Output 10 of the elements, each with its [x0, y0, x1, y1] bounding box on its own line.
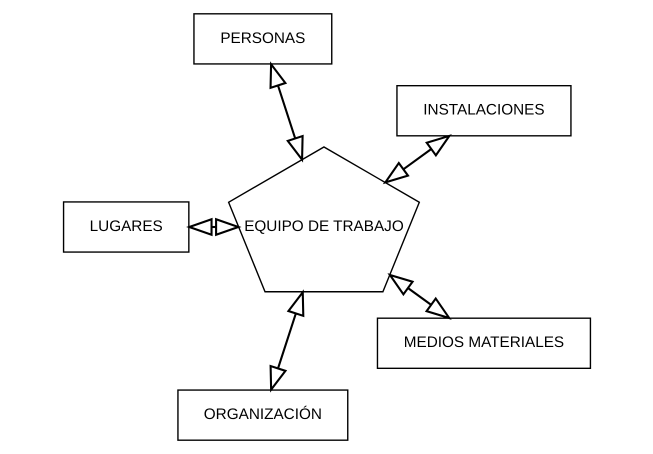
arrow	[186, 218, 242, 236]
node-box: PERSONAS	[192, 13, 332, 65]
arrow	[382, 134, 452, 184]
node-box: LUGARES	[62, 201, 190, 253]
node-box: ORGANIZACIÓN	[176, 389, 348, 441]
node-box: MEDIOS MATERIALES	[376, 318, 591, 369]
arrow	[269, 289, 304, 393]
node-box: INSTALACIONES	[396, 85, 572, 136]
arrow	[268, 61, 304, 163]
arrow	[386, 273, 452, 320]
